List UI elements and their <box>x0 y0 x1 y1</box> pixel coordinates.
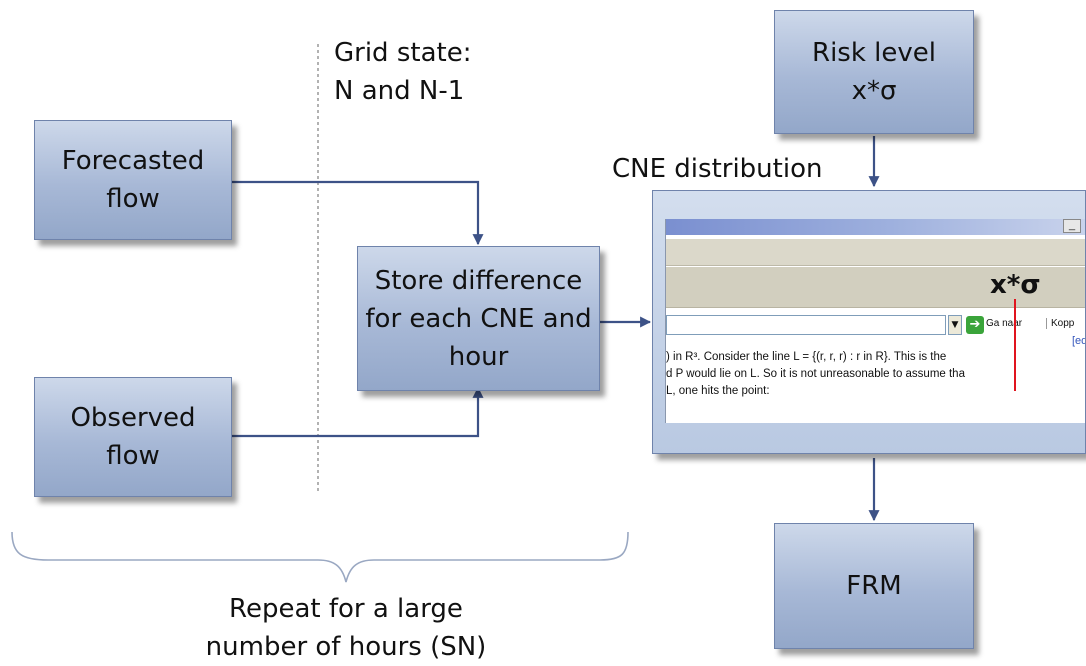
observed-flow-box: Observed flow <box>34 377 232 497</box>
repeat-brace <box>11 531 629 583</box>
cne-distribution-label: CNE distribution <box>612 154 823 184</box>
store-difference-line3: hour <box>448 341 509 372</box>
forecasted-flow-line1: Forecasted <box>61 146 205 176</box>
grid-state-line1: Grid state: <box>334 38 472 68</box>
repeat-line1: Repeat for a large <box>229 594 463 624</box>
forecasted-flow-box: Forecasted flow <box>34 120 232 240</box>
address-dropdown-icon[interactable]: ▼ <box>948 315 962 335</box>
edit-link[interactable]: [edi <box>1072 335 1085 347</box>
address-input[interactable] <box>666 315 946 335</box>
observed-flow-line1: Observed <box>70 403 196 433</box>
risk-level-line1: Risk level <box>812 38 936 68</box>
observed-flow-line2: flow <box>106 441 160 471</box>
risk-level-line2: x*σ <box>851 76 897 106</box>
risk-level-box: Risk level x*σ <box>774 10 974 134</box>
cne-body-text: ) in R³. Consider the line L = {(r, r, r… <box>666 349 1085 400</box>
x-sigma-marker-line <box>1014 299 1016 391</box>
repeat-label: Repeat for a large number of hours (SN) <box>186 590 506 666</box>
grid-state-label: Grid state: N and N-1 <box>334 34 471 110</box>
forecasted-flow-line2: flow <box>106 184 160 214</box>
cne-window-content: _ x*σ ▼ ➔ Ga naar Kopp [edi ) in R³. Con… <box>665 219 1085 423</box>
cne-toolbar-band <box>666 239 1085 266</box>
store-difference-box: Store difference for each CNE and hour <box>357 246 600 391</box>
go-button-label[interactable]: Ga naar <box>986 318 1023 329</box>
forecast-to-store-arrow <box>232 180 484 246</box>
observed-to-store-arrow <box>232 386 484 438</box>
links-button[interactable]: Kopp <box>1046 318 1074 329</box>
cne-distribution-window: _ x*σ ▼ ➔ Ga naar Kopp [edi ) in R³. Con… <box>652 190 1086 454</box>
cne-text-line1: ) in R³. Consider the line L = {(r, r, r… <box>666 351 947 363</box>
store-difference-line1: Store difference <box>374 265 583 296</box>
cne-window-titlebar: _ <box>666 219 1085 235</box>
go-arrow-icon[interactable]: ➔ <box>966 316 984 334</box>
repeat-line2: number of hours (SN) <box>205 632 487 662</box>
frm-box: FRM <box>774 523 974 649</box>
grid-state-line2: N and N-1 <box>334 76 465 106</box>
cne-text-line3: L, one hits the point: <box>666 385 770 397</box>
cne-x-sigma-label: x*σ <box>990 270 1041 300</box>
minimize-button[interactable]: _ <box>1063 219 1081 233</box>
store-difference-line2: for each CNE and <box>365 303 592 334</box>
frm-label: FRM <box>846 571 902 601</box>
cne-text-line2: d P would lie on L. So it is not unreaso… <box>666 368 965 380</box>
